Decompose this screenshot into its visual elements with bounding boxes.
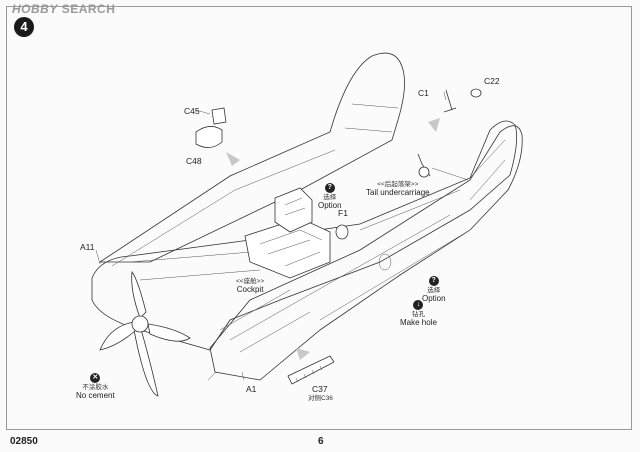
fuselage-hatch <box>378 253 392 271</box>
make-hole-callout: ↓ 钻孔 Make hole <box>400 300 437 328</box>
tail-wheel <box>418 166 430 178</box>
engine-panels <box>219 289 311 353</box>
nocement-en: No cement <box>76 390 115 400</box>
kit-code: 02850 <box>10 436 38 447</box>
wing-upper-aileron <box>344 103 399 133</box>
part-label-c1: C1 <box>418 88 429 98</box>
tail-en: Tail undercarriage <box>366 187 430 197</box>
tail-wheel-arrow-line <box>431 167 469 181</box>
arrow-c48 <box>226 152 240 166</box>
arrow-c37 <box>296 348 310 360</box>
c36-note: 对侧C36 <box>308 395 333 402</box>
option-callout-top: ? 选择 Option <box>318 183 342 211</box>
part-c1 <box>443 89 457 113</box>
no-cement-callout: ✕ 不涂胶水 No cement <box>76 373 115 401</box>
part-label-c37: C37 <box>312 384 328 394</box>
wing-upper-leading-edge <box>111 149 336 267</box>
no-cement-icon: ✕ <box>90 373 101 383</box>
leader-lines <box>95 91 447 381</box>
part-f1 <box>335 224 349 240</box>
watermark-brand: HOBBY <box>12 2 58 16</box>
cockpit-cn: <<座舱>> <box>236 278 265 285</box>
propeller-blade-1 <box>131 270 147 319</box>
tail-cn: <<后起落架>> <box>377 181 419 188</box>
option-icon: ? <box>428 276 439 286</box>
part-label-f1: F1 <box>338 208 348 218</box>
arrow-c1 <box>428 118 440 132</box>
tail-undercarriage-callout: <<后起落架>> Tail undercarriage <box>366 180 430 198</box>
part-c22 <box>470 88 482 98</box>
seat <box>274 187 313 233</box>
makehole-en: Make hole <box>400 317 437 327</box>
step-number-badge: 4 <box>14 17 34 37</box>
watermark: HOBBY SEARCH <box>12 2 115 16</box>
wing-lower-panel-lines <box>299 159 506 321</box>
part-label-a1: A1 <box>246 384 257 394</box>
option-top-en: Option <box>318 200 342 210</box>
part-c37 <box>287 355 335 385</box>
sheet-border <box>6 6 632 430</box>
cockpit-en: Cockpit <box>236 284 264 294</box>
part-label-c22: C22 <box>484 76 500 86</box>
wing-upper <box>98 52 405 263</box>
spinner <box>131 315 149 333</box>
part-label-c48: C48 <box>186 156 202 166</box>
nocement-cn: 不涂胶水 <box>82 384 109 391</box>
cockpit-detail <box>259 229 323 267</box>
drill-icon: ↓ <box>413 300 424 310</box>
part-c37-detail <box>295 365 323 383</box>
option-top-cn: 选择 <box>323 194 337 201</box>
seat-detail <box>284 197 306 216</box>
propeller-blade-4 <box>99 321 137 351</box>
watermark-text: SEARCH <box>61 2 116 16</box>
page-number: 6 <box>318 436 324 447</box>
makehole-cn: 钻孔 <box>411 311 425 318</box>
part-label-c45: C45 <box>184 106 200 116</box>
propeller-blade-3 <box>133 325 159 397</box>
cockpit-callout: <<座舱>> Cockpit <box>236 277 264 295</box>
propeller-blade-2 <box>147 323 191 342</box>
option-right-cn: 选择 <box>427 287 441 294</box>
part-c45-c48-shape <box>195 126 223 148</box>
part-c45-tab <box>211 107 227 125</box>
option-icon: ? <box>324 183 335 193</box>
option-callout-right: ? 选择 Option <box>422 276 446 304</box>
option-right-en: Option <box>422 293 446 303</box>
fuselage-interior-lines <box>129 139 506 281</box>
part-label-a11: A11 <box>80 242 95 252</box>
